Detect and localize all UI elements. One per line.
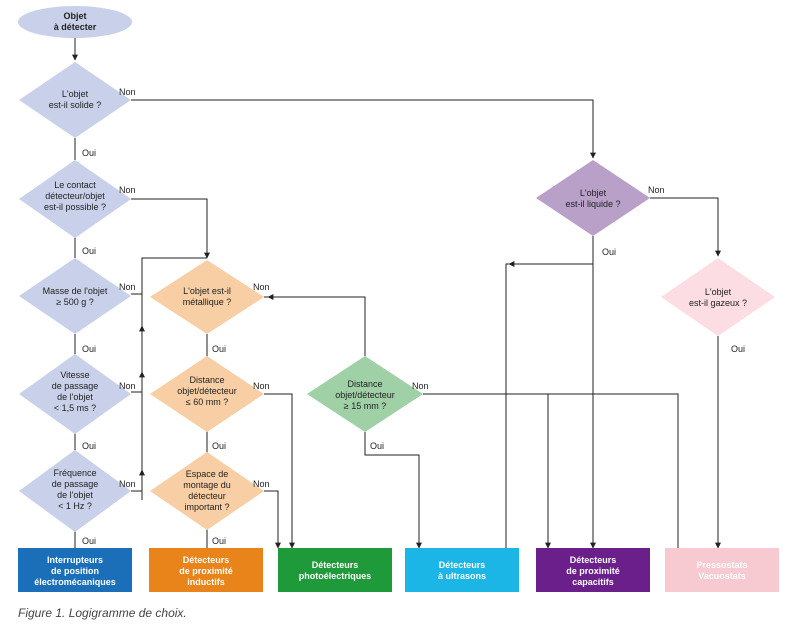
label-yes: Oui	[602, 247, 616, 257]
outcome-text: Détecteurs	[439, 560, 486, 570]
label-yes: Oui	[212, 344, 226, 354]
label-no: Non	[253, 282, 270, 292]
outcome-text: de proximité	[566, 566, 620, 576]
outcome-text: électromécaniques	[34, 577, 116, 587]
label-yes: Oui	[82, 441, 96, 451]
decision-speed: Vitesse de passage de l'objet < 1,5 ms ?	[19, 354, 131, 434]
outcome-text: Détecteurs	[570, 555, 617, 565]
decision-text: Espace de	[186, 469, 229, 479]
start-line-1: Objet	[63, 11, 86, 21]
decision-text: de l'objet	[57, 490, 93, 500]
decision-mass: Masse de l'objet ≥ 500 g ?	[19, 258, 131, 334]
label-no: Non	[119, 87, 136, 97]
outcome-text: inductifs	[187, 577, 225, 587]
decision-text: Fréquence	[53, 468, 96, 478]
outcome-text: de position	[51, 566, 99, 576]
decision-text: L'objet	[705, 287, 732, 297]
outcome-text: Détecteurs	[183, 555, 230, 565]
decision-text: métallique ?	[183, 297, 232, 307]
outcome-text: Interrupteurs	[47, 555, 103, 565]
decision-text: L'objet	[62, 89, 89, 99]
outcome-pressure-switches: Pressostats Vacuostats	[665, 548, 779, 592]
decision-text: est-il gazeux ?	[689, 298, 747, 308]
decision-text: Distance	[189, 375, 224, 385]
decision-text: ≥ 15 mm ?	[344, 401, 386, 411]
decision-dist15: Distance objet/détecteur ≥ 15 mm ?	[307, 356, 423, 432]
decision-contact: Le contact détecteur/objet est-il possib…	[19, 160, 131, 238]
decision-text: important ?	[184, 502, 229, 512]
label-no: Non	[412, 381, 429, 391]
label-yes: Oui	[212, 441, 226, 451]
decision-liquid: L'objet est-il liquide ?	[536, 160, 650, 236]
label-no: Non	[119, 479, 136, 489]
label-no: Non	[119, 282, 136, 292]
decision-text: Le contact	[54, 180, 96, 190]
label-no: Non	[119, 381, 136, 391]
outcome-text: Vacuostats	[698, 571, 746, 581]
outcome-text: capacitifs	[572, 577, 614, 587]
decision-text: L'objet	[580, 188, 607, 198]
decision-text: est-il solide ?	[49, 100, 102, 110]
decision-text: Masse de l'objet	[43, 286, 108, 296]
decision-text: détecteur	[188, 491, 226, 501]
decision-text: de passage	[52, 479, 99, 489]
outcome-photoelectric: Détecteurs photoélectriques	[278, 548, 392, 592]
decision-text: détecteur/objet	[45, 191, 105, 201]
decision-text: ≥ 500 g ?	[56, 297, 93, 307]
decision-space: Espace de montage du détecteur important…	[150, 452, 264, 530]
decision-text: < 1 Hz ?	[58, 501, 92, 511]
branch-labels: Non Oui Non Oui Non Oui Non Oui Non Oui …	[82, 87, 745, 546]
decision-metal: L'objet est-il métallique ?	[150, 260, 264, 334]
decision-text: L'objet est-il	[183, 286, 231, 296]
label-yes: Oui	[82, 344, 96, 354]
label-yes: Oui	[82, 246, 96, 256]
outcome-text: photoélectriques	[299, 571, 372, 581]
outcome-ultrasonic: Détecteurs à ultrasons	[405, 548, 519, 592]
label-no: Non	[119, 185, 136, 195]
decision-text: objet/détecteur	[335, 390, 395, 400]
outcome-capacitive: Détecteurs de proximité capacitifs	[536, 548, 650, 592]
decision-text: objet/détecteur	[177, 386, 237, 396]
label-yes: Oui	[82, 536, 96, 546]
decision-text: est-il possible ?	[44, 202, 106, 212]
decision-text: montage du	[183, 480, 231, 490]
decision-solid: L'objet est-il solide ?	[19, 62, 131, 138]
start-line-2: à détecter	[54, 22, 97, 32]
decision-text: de passage	[52, 381, 99, 391]
decision-dist60: Distance objet/détecteur ≤ 60 mm ?	[150, 356, 264, 432]
decision-text: < 1,5 ms ?	[54, 403, 96, 413]
figure-caption: Figure 1. Logigramme de choix.	[18, 606, 187, 620]
outcome-electromechanical: Interrupteurs de position électromécaniq…	[18, 548, 132, 592]
decision-text: Vitesse	[60, 370, 89, 380]
outcome-text: Pressostats	[696, 560, 747, 570]
label-yes: Oui	[370, 441, 384, 451]
label-no: Non	[253, 479, 270, 489]
label-yes: Oui	[212, 536, 226, 546]
label-no: Non	[253, 381, 270, 391]
outcome-text: de proximité	[179, 566, 233, 576]
decision-text: ≤ 60 mm ?	[186, 397, 228, 407]
label-no: Non	[648, 185, 665, 195]
decision-text: de l'objet	[57, 392, 93, 402]
outcome-text: Détecteurs	[312, 560, 359, 570]
outcome-inductive: Détecteurs de proximité inductifs	[149, 548, 263, 592]
start-node: Objet à détecter	[18, 6, 132, 38]
decision-text: est-il liquide ?	[565, 199, 620, 209]
label-yes: Oui	[82, 148, 96, 158]
decision-freq: Fréquence de passage de l'objet < 1 Hz ?	[19, 450, 131, 532]
decision-text: Distance	[347, 379, 382, 389]
decision-gas: L'objet est-il gazeux ?	[661, 258, 775, 336]
outcome-text: à ultrasons	[438, 571, 486, 581]
label-yes: Oui	[731, 344, 745, 354]
